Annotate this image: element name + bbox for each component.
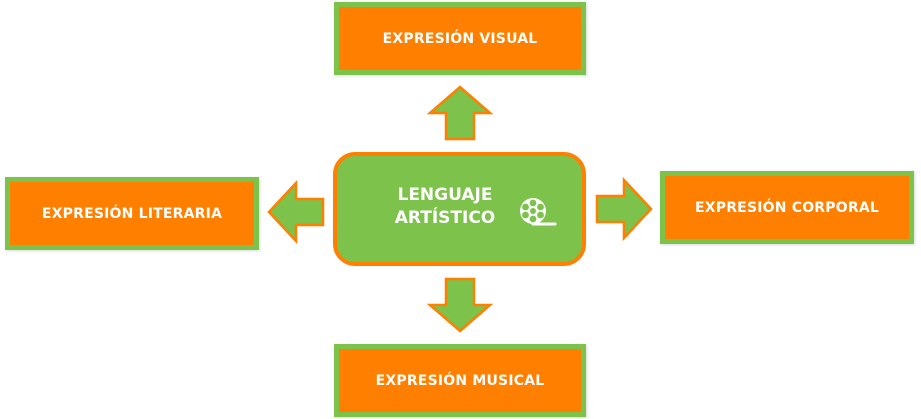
expresion-literaria-label: EXPRESIÓN LITERARIA xyxy=(41,205,223,222)
arrow-down-icon xyxy=(426,277,494,333)
arrow-left-icon xyxy=(267,179,325,245)
expresion-musical-box: EXPRESIÓN MUSICAL xyxy=(334,344,586,417)
expresion-visual-box: EXPRESIÓN VISUAL xyxy=(334,2,586,75)
expresion-musical-label: EXPRESIÓN MUSICAL xyxy=(375,372,545,389)
film-reel-icon xyxy=(520,198,557,226)
arrow-up-icon xyxy=(426,85,494,141)
expresion-literaria-box: EXPRESIÓN LITERARIA xyxy=(5,177,259,250)
lenguaje-artistico-box: LENGUAJE ARTÍSTICO xyxy=(333,152,586,266)
expresion-corporal-box: EXPRESIÓN CORPORAL xyxy=(660,171,914,244)
center-label-line1: LENGUAJE xyxy=(397,185,493,205)
expresion-visual-label: EXPRESIÓN VISUAL xyxy=(382,30,538,47)
lenguaje-artistico-label: LENGUAJE ARTÍSTICO xyxy=(381,184,509,230)
expresion-corporal-label: EXPRESIÓN CORPORAL xyxy=(694,199,879,216)
center-label-line2: ARTÍSTICO xyxy=(394,208,496,228)
arrow-right-icon xyxy=(595,176,653,242)
